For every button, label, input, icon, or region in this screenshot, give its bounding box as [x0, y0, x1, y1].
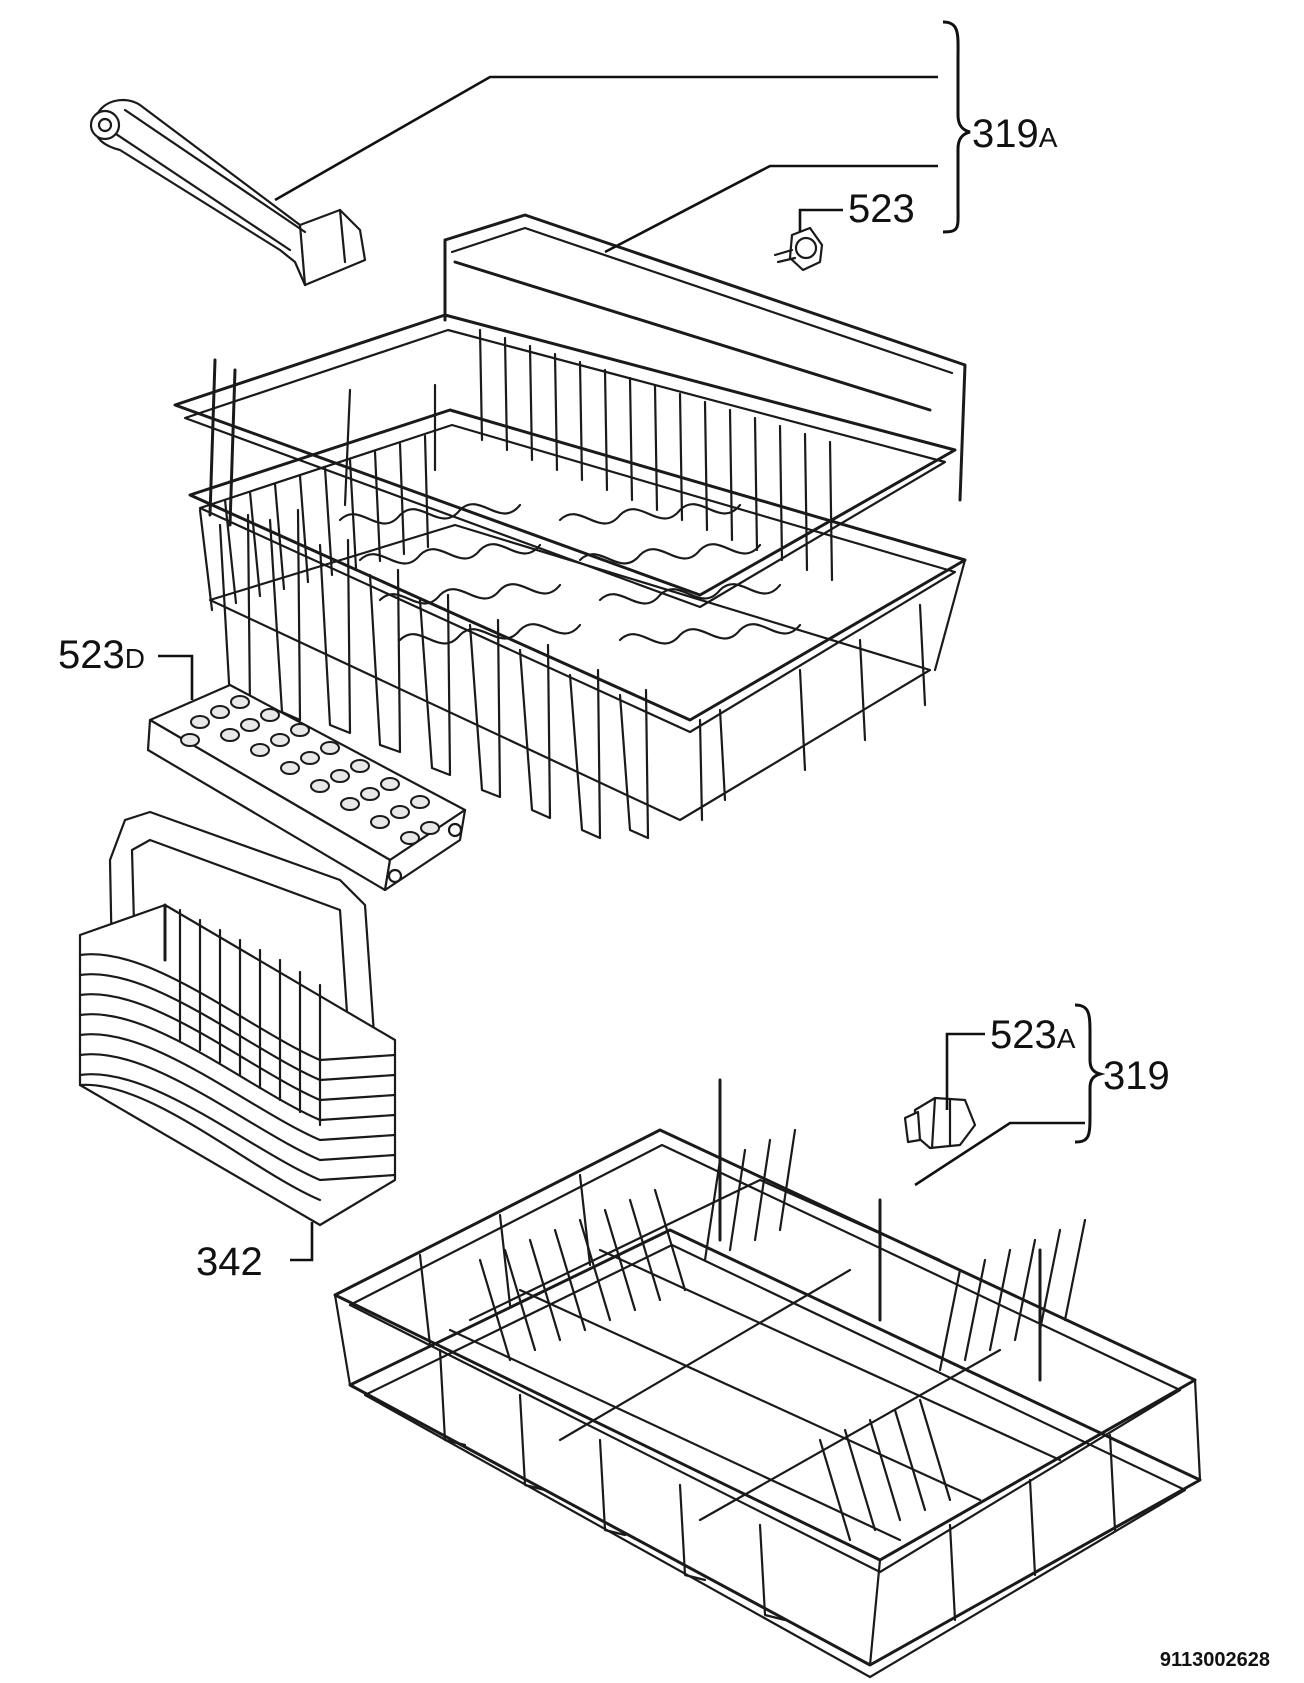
basket-rail-part: [89, 98, 367, 287]
wheel-part: [773, 226, 824, 272]
label-342: 342: [196, 1240, 263, 1284]
document-number: 9113002628: [1160, 1649, 1270, 1671]
label-523a: 523A: [990, 1013, 1076, 1057]
upper-basket-part: [173, 213, 967, 840]
label-523: 523: [848, 187, 915, 231]
label-523d: 523D: [58, 633, 145, 677]
lower-wheel-part: [903, 1096, 977, 1150]
label-319a: 319A: [972, 112, 1058, 156]
label-319: 319: [1103, 1054, 1170, 1098]
cutlery-basket-part: [78, 810, 397, 1227]
lower-basket-part: [333, 1078, 1202, 1679]
callout-lines: [158, 20, 1106, 1262]
cutlery-holder-part: [146, 683, 467, 892]
